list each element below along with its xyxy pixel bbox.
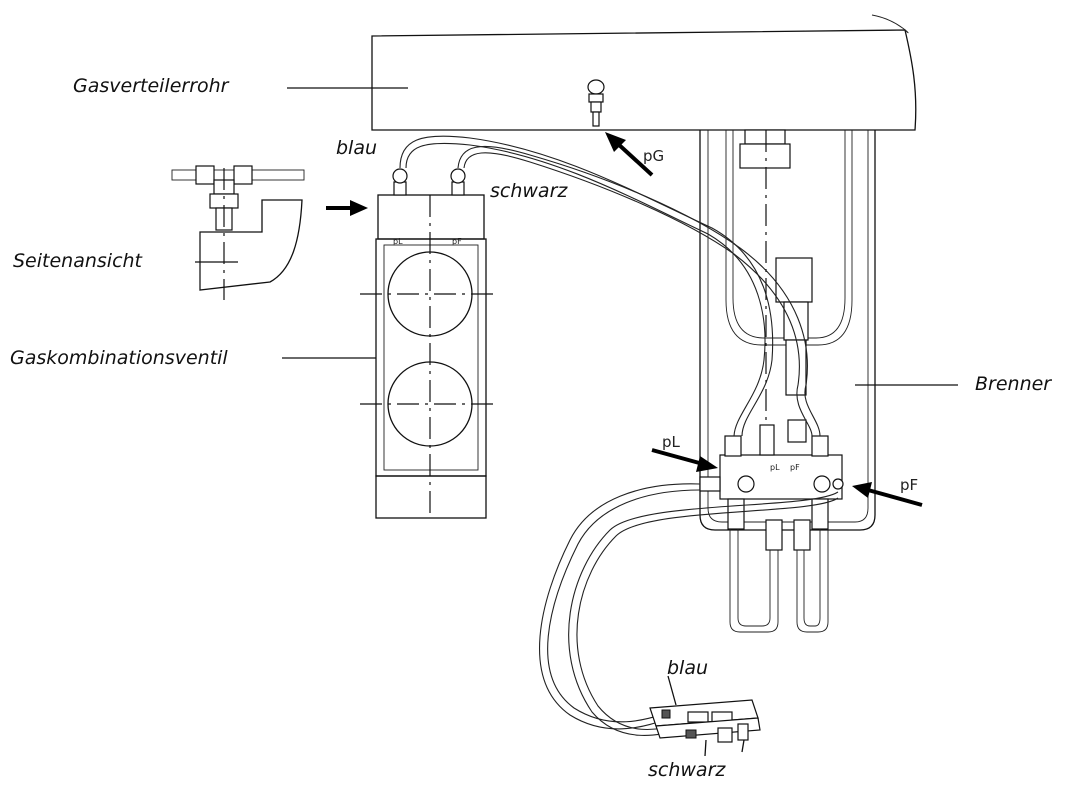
gas-combination-valve: pL pF [282, 168, 498, 519]
gas-distribution-pipe [287, 14, 917, 131]
pf-label: pF [900, 476, 918, 494]
block-pf-label: pF [790, 463, 800, 472]
blau-top-label: blau [336, 137, 377, 159]
blau-bottom-label: blau [667, 657, 708, 679]
pf-arrow [852, 482, 923, 507]
valve-inlet-arrow [326, 200, 368, 216]
pl-arrow [651, 448, 718, 472]
valve-pf-label: pF [452, 237, 462, 246]
pressure-block: pL pF [699, 419, 844, 551]
gasverteilerrohr-label: Gasverteilerrohr [73, 75, 230, 97]
block-pl-label: pL [770, 463, 780, 472]
measurement-hoses [399, 135, 839, 736]
pg-arrow [605, 132, 654, 177]
pg-label: pG [643, 147, 664, 165]
valve-pl-label: pL [393, 237, 403, 246]
pl-label: pL [662, 433, 681, 451]
gaskombinationsventil-label: Gaskombinationsventil [10, 347, 228, 369]
schwarz-top-label: schwarz [490, 180, 568, 202]
seitenansicht-label: Seitenansicht [13, 250, 144, 272]
burner-housing [699, 129, 958, 531]
digital-manometer [649, 675, 761, 757]
pg-test-nipple [587, 79, 605, 127]
schwarz-bottom-label: schwarz [648, 759, 726, 781]
u-tube-manometers [729, 529, 829, 633]
brenner-label: Brenner [975, 373, 1052, 395]
side-view-inset [171, 165, 305, 300]
